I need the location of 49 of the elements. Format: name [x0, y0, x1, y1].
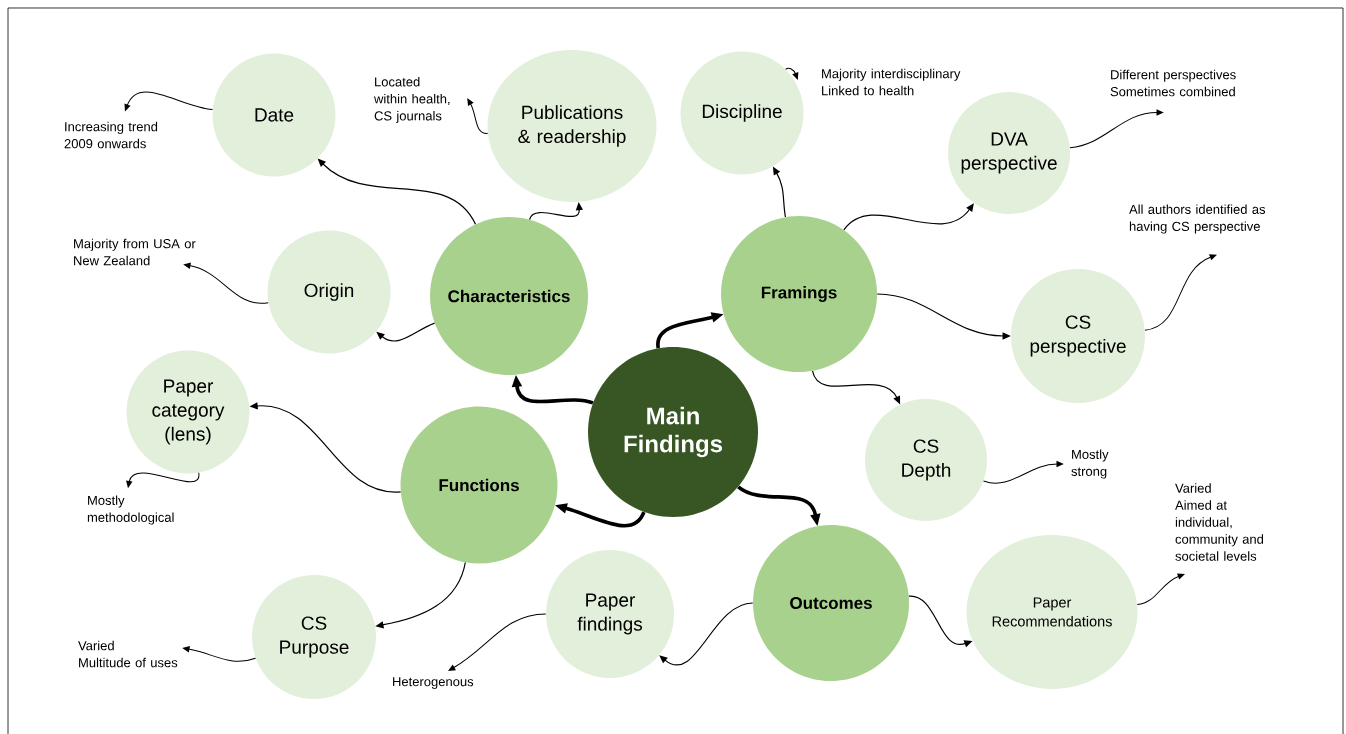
annotation-text: Different perspectives Sometimes combined [1110, 69, 1236, 97]
circle-node: Discipline [680, 51, 804, 175]
arrow [124, 91, 214, 112]
circle-node: DVA perspective [948, 92, 1070, 214]
annotation-text: Mostly methodological [87, 495, 174, 525]
circle-node: Paper category (lens) [126, 350, 250, 474]
circle-node: Publications & readership [487, 50, 657, 202]
arrow [908, 595, 973, 648]
circle-node: Paper Recommendations [966, 535, 1138, 689]
annotation-text: Located within health, CS journals [374, 76, 450, 124]
arrow [183, 262, 269, 304]
circle-node: Outcomes [753, 525, 909, 681]
circle-node: CS perspective [1011, 269, 1145, 403]
arrow [448, 613, 547, 671]
arrow [983, 460, 1064, 484]
circle-node: Framings [721, 216, 877, 372]
circle-node: CS Depth [865, 399, 987, 521]
annotation-text: Heterogenous [393, 677, 474, 689]
annotation-text: Increasing trend 2009 onwards [64, 121, 158, 149]
annotation-text: Majority from USA or New Zealand [74, 238, 196, 266]
annotation-text: Varied Aimed at individual, community and societal levels [1175, 483, 1264, 561]
circle-node: Paper findings [546, 550, 674, 678]
circle-node: Main Findings [588, 347, 758, 517]
arrow [249, 402, 402, 493]
arrow [528, 201, 583, 221]
annotation-text: Mostly strong [1071, 449, 1109, 479]
arrow [812, 370, 901, 405]
circle-node: Characteristics [430, 217, 588, 375]
arrow [785, 67, 799, 80]
arrow [1069, 109, 1164, 149]
circle-node: CS Purpose [252, 575, 376, 699]
arrow [659, 602, 754, 666]
circle-node: Origin [267, 230, 391, 354]
annotation-text: Varied Multitude of uses [78, 640, 178, 668]
arrow [772, 166, 787, 218]
arrow [737, 485, 821, 526]
arrow [375, 561, 466, 629]
arrow [317, 158, 477, 225]
annotation-text: All authors identified as having CS perspective [1129, 204, 1266, 234]
arrow [1136, 573, 1185, 606]
arrow [467, 98, 489, 134]
arrow [376, 322, 436, 342]
arrow [876, 293, 1011, 340]
arrow [1144, 254, 1217, 331]
arrow [511, 374, 594, 405]
arrow [182, 646, 257, 662]
arrow [843, 203, 974, 231]
circle-node: Functions [400, 406, 558, 564]
circle-node: Date [212, 53, 336, 177]
